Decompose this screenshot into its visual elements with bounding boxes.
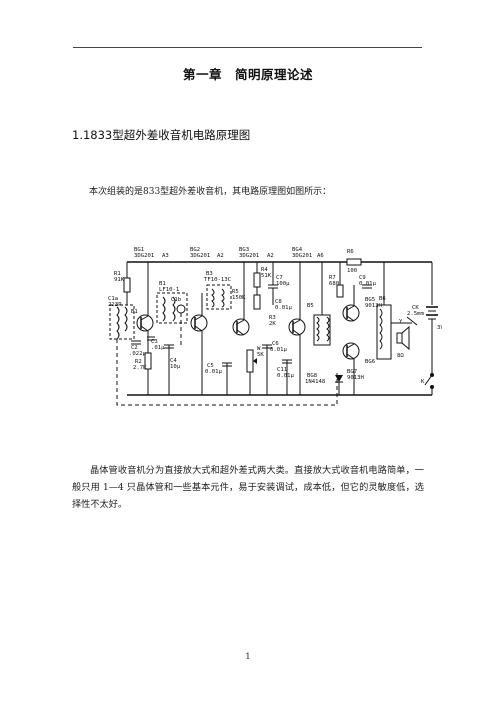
chapter-title: 第一章 简明原理论述 [182,67,313,82]
label-r7: R7 [329,275,336,281]
label-battery: 3V [437,325,442,331]
label-b3: B3 [206,271,213,277]
label-c5-val: 0.01μ [205,369,222,375]
label-c2: C2 [131,345,138,351]
label-c2-val: .022μ [129,351,146,357]
label-k: K [421,379,425,385]
label-bg5: BG5 [365,297,375,303]
label-bg7: BG7 [347,369,357,375]
label-bg8: BG8 [307,373,318,379]
label-c11: C11 [277,367,287,373]
label-r3-val: 2K [269,321,276,327]
label-b1-type: LF10-1 [159,287,179,293]
label-bg2-type: 3DG201 [190,253,210,259]
label-c6-val: 0.01μ [270,347,287,353]
label-c9-val: 0.01μ [359,281,376,287]
label-bg8-type: 1N4148 [305,379,326,385]
label-c4: C4 [170,358,177,364]
label-c11-val: 0.01μ [277,373,294,379]
label-ck: CK [412,305,419,311]
label-b1-name: B1 [159,281,166,287]
label-r5: R5 [232,289,239,295]
label-c1b: C1b [171,297,182,303]
label-c3: C3 [151,339,158,345]
label-bg5-type: 9013H [365,303,382,309]
header-rule [73,47,422,48]
label-c3-val: .01μ [151,345,165,351]
label-c9: C9 [359,275,366,281]
label-bg1-type: 3DG201 [134,253,154,259]
label-y: Y [399,319,403,325]
label-c7: C7 [276,275,283,281]
label-r3: R3 [269,315,276,321]
label-b3-type: TF10-13C [204,277,231,283]
label-r2-val: 2.7K [133,365,147,371]
label-bg1: BG1 [134,247,144,253]
label-r6-val: 100 [347,268,357,274]
label-a2-2: A2 [267,253,274,259]
label-a6: A6 [317,253,324,259]
label-r2: R2 [135,359,142,365]
intro-text: 本次组装的是833型超外差收音机，其电路原理图如图所示： [89,187,332,197]
label-bg7-type: 9013H [347,375,364,381]
label-r6: R6 [347,249,354,255]
label-r1-val: 91K [114,277,125,283]
label-a3: A3 [162,253,169,259]
label-c6: C6 [272,341,279,347]
label-y-val: 8Ω [397,353,404,359]
label-c4-val: 10μ [170,364,181,370]
label-w: W [257,346,261,352]
label-bg6: BG6 [365,359,375,365]
page-number: 1 [245,652,251,662]
label-bg2: BG2 [190,247,200,253]
label-bg4-type: 3DG201 [292,253,312,259]
label-bg3: BG3 [239,247,249,253]
body-paragraph: 晶体管收音机分为直接放大式和超外差式两大类。直接放大式收音机电路简单，一般只用 … [72,465,424,510]
label-b5: B5 [307,303,314,309]
label-c8-val: 0.01μ [275,305,292,311]
label-c7-val: 100μ [276,281,290,287]
label-c8: C8 [275,299,282,305]
label-b1: B1 [131,309,138,315]
label-bg4: BG4 [292,247,303,253]
label-c5: C5 [207,363,214,369]
label-c1a: C1a [108,296,118,302]
label-b6: B6 [379,296,386,302]
label-a2-1: A2 [217,253,224,259]
label-r5-val: 150K [232,295,246,301]
section-title: 1.1833型超外差收音机电路原理图 [72,128,251,142]
label-c1a-val: 223P [108,302,122,308]
label-r4-val: 51K [261,273,272,279]
label-w-val: 5K [257,352,264,358]
label-bg3-type: 3DG201 [239,253,259,259]
label-r7-val: 680 [329,281,339,287]
label-r1: R1 [114,271,121,277]
label-ck-val: 2.5mm [407,311,424,317]
circuit-schematic: BG1 3DG201 A3 BG2 3DG201 A2 BG3 3DG201 A… [108,247,442,406]
label-r4: R4 [261,267,268,273]
